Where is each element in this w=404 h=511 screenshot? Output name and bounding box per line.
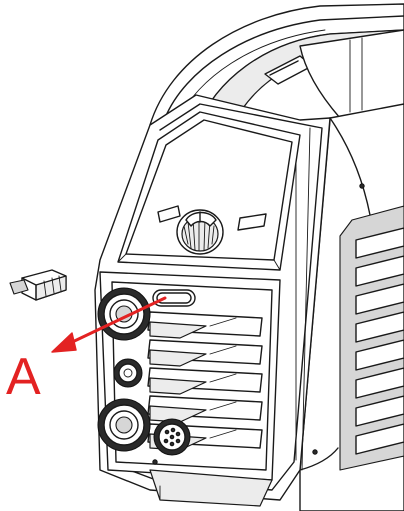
lower-power-socket bbox=[97, 398, 151, 452]
output-sockets bbox=[97, 287, 191, 465]
callout-label: A bbox=[6, 348, 41, 406]
control-knob[interactable] bbox=[176, 209, 224, 255]
small-socket bbox=[113, 358, 143, 388]
ventilation-louvres bbox=[147, 311, 263, 451]
upper-power-socket bbox=[97, 287, 151, 341]
multipin-connector bbox=[153, 418, 191, 456]
side-vents bbox=[339, 205, 404, 471]
detached-connector-clip bbox=[9, 269, 67, 301]
slot-opening bbox=[152, 289, 196, 307]
housing-side bbox=[295, 103, 404, 511]
front-panel bbox=[117, 111, 301, 271]
callout-arrow bbox=[51, 296, 167, 353]
